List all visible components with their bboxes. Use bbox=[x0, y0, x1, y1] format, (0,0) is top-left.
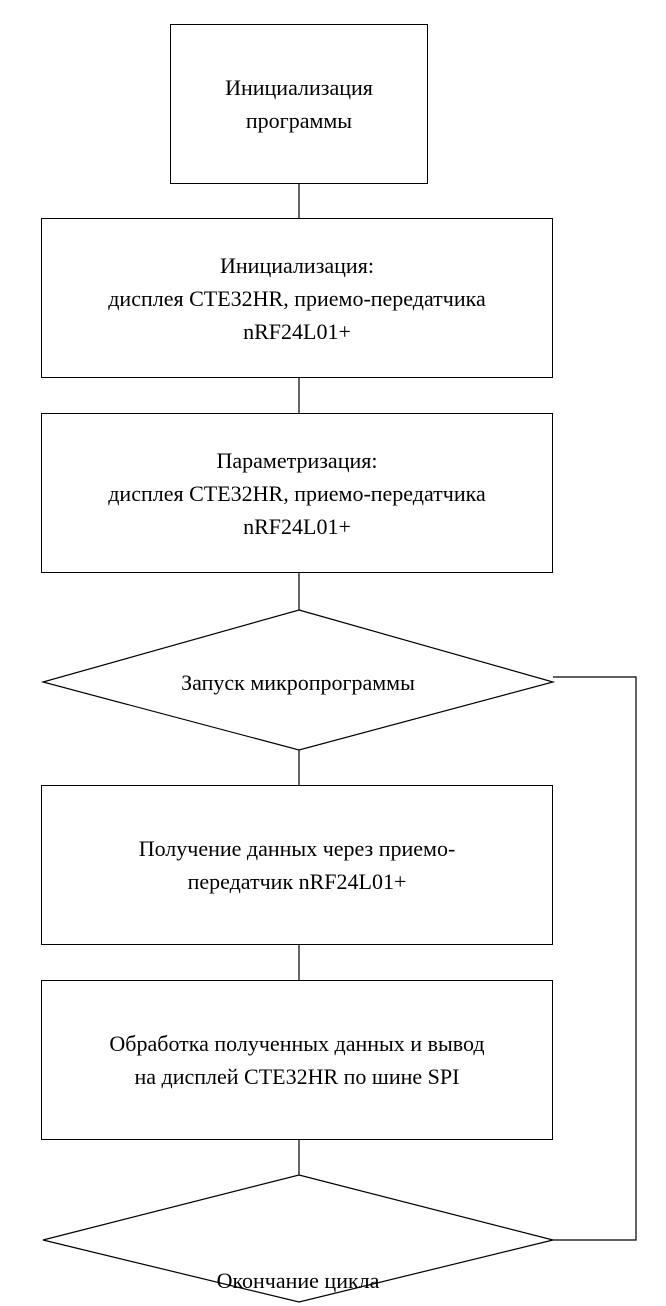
process-line-2: на дисплей CTE32HR по шине SPI bbox=[134, 1064, 460, 1089]
launch-firmware-label: Запуск микропрограммы bbox=[140, 662, 456, 702]
end-loop-decision-diamond bbox=[42, 1174, 554, 1303]
process-line-1: Обработка полученных данных и вывод bbox=[109, 1031, 485, 1056]
receive-line-1: Получение данных через приемо- bbox=[138, 836, 456, 861]
receive-data-box: Получение данных через приемо- передатчи… bbox=[41, 785, 553, 945]
end-label-text: Окончание цикла bbox=[216, 1267, 380, 1293]
program-initialization-box: Инициализация программы bbox=[170, 24, 428, 184]
param-line-1: Параметризация: bbox=[216, 447, 378, 473]
hardware-initialization-box: Инициализация: дисплея CTE32HR, приемо-п… bbox=[41, 218, 553, 378]
init-line-2: дисплея CTE32HR, приемо-передатчика bbox=[108, 285, 486, 311]
start-line-2: программы bbox=[245, 108, 353, 133]
end-of-cycle-label: Окончание цикла bbox=[140, 1260, 456, 1300]
start-line-1: Инициализация bbox=[225, 75, 373, 100]
param-line-3: nRF24L01+ bbox=[243, 513, 351, 539]
launch-label-text: Запуск микропрограммы bbox=[181, 669, 415, 695]
process-output-box: Обработка полученных данных и вывод на д… bbox=[41, 980, 553, 1140]
param-line-2: дисплея CTE32HR, приемо-передатчика bbox=[108, 480, 486, 506]
parametrization-box: Параметризация: дисплея CTE32HR, приемо-… bbox=[41, 413, 553, 573]
init-line-1: Инициализация: bbox=[220, 252, 374, 278]
receive-line-2: передатчик nRF24L01+ bbox=[187, 869, 407, 894]
init-line-3: nRF24L01+ bbox=[243, 318, 351, 344]
loop-back-connector bbox=[553, 676, 637, 1241]
